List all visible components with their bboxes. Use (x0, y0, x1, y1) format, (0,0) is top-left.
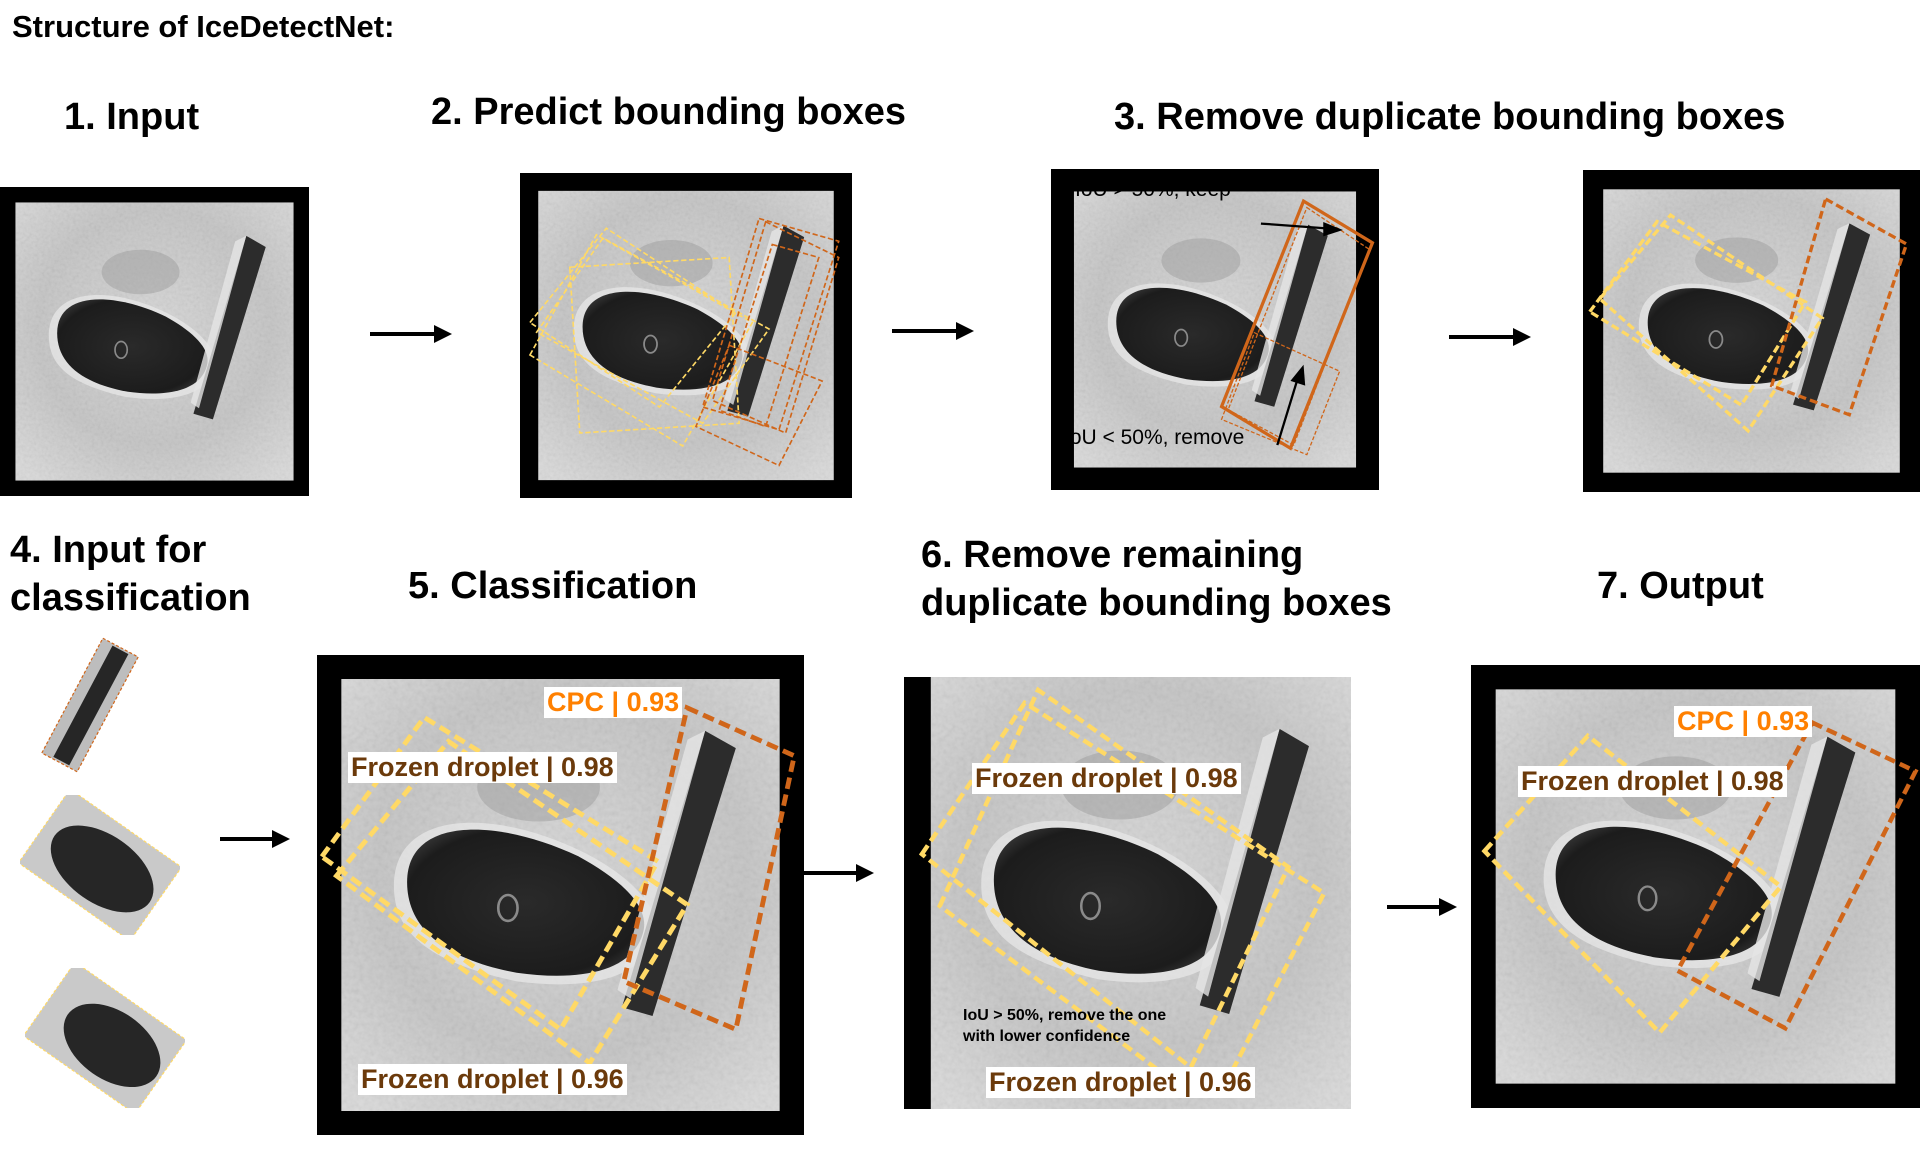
droplet-nucleus (1637, 885, 1658, 912)
label-droplet-096: Frozen droplet | 0.96 (358, 1064, 627, 1096)
droplet-nucleus (1174, 328, 1189, 347)
droplet-candidate-boxes (528, 227, 771, 448)
label-droplet-098: Frozen droplet | 0.98 (972, 763, 1241, 795)
cpc-crystal (1199, 728, 1309, 1014)
droplet-box (528, 227, 738, 409)
cpc-crystal-edge (1790, 223, 1850, 400)
cpc-crystal (1254, 224, 1328, 407)
droplet-box-0.96 (937, 686, 1292, 1091)
after-nms-panel (1583, 170, 1920, 492)
cpc-box (1769, 196, 1909, 417)
cpc-crystal-edge (1195, 728, 1280, 997)
droplet-box (528, 233, 754, 448)
cpc-crystal (193, 235, 266, 420)
predicted-boxes-image (528, 190, 840, 481)
classification-panel: CPC | 0.93 Frozen droplet | 0.98 Frozen … (317, 655, 804, 1135)
iou-keep-note: IoU > 50%, keep (1075, 178, 1231, 201)
iou-lower-confidence-line1: IoU > 50%, remove the one (963, 1007, 1167, 1024)
frozen-droplet (582, 291, 743, 390)
droplet-box-0.96 (332, 738, 691, 1067)
crop-droplet-1 (20, 795, 180, 935)
step-7-heading: 7. Output (1597, 565, 1764, 607)
frozen-droplet (407, 829, 645, 976)
remove-remaining-image (918, 677, 1351, 1109)
step-3-heading: 3. Remove duplicate bounding boxes (1114, 96, 1786, 138)
cpc-crystal (621, 730, 736, 1016)
annotation-arrow-keep (1260, 221, 1343, 237)
droplet-nucleus (114, 340, 129, 360)
classification-image (318, 679, 798, 1111)
remove-duplicates-image (1073, 191, 1375, 468)
droplet-nucleus (643, 334, 658, 354)
shadow-blob (101, 249, 180, 295)
cpc-candidate-boxes (694, 217, 840, 467)
predicted-boxes-panel (520, 173, 852, 498)
input-image (15, 202, 294, 481)
step-4-heading-line1: 4. Input for (10, 529, 207, 571)
shadow-blob (1695, 237, 1779, 283)
crop-droplet-2 (25, 968, 185, 1108)
droplet-nucleus (496, 893, 519, 923)
step-6-heading-line2: duplicate bounding boxes (921, 581, 1392, 624)
removed-cpc-box (1220, 331, 1341, 456)
flow-arrow-5 (804, 864, 874, 882)
droplet-box-0.98 (918, 699, 1328, 1096)
cpc-crystal-edge (1251, 224, 1309, 396)
remove-duplicates-panel: IoU > 50%, keep IoU < 50%, remove (1051, 169, 1379, 490)
step-6-heading: 6. Remove remaining duplicate bounding b… (921, 532, 1392, 627)
cpc-crystal (1751, 736, 1856, 997)
step-2-heading: 2. Predict bounding boxes (431, 91, 907, 133)
cpc-box (694, 344, 824, 467)
cpc-box (701, 217, 840, 431)
iou-lower-confidence-line2: with lower confidence (963, 1027, 1131, 1045)
cpc-box (718, 243, 820, 428)
label-cpc: CPC | 0.93 (1674, 706, 1813, 738)
shadow-blob (1161, 238, 1241, 283)
label-cpc: CPC | 0.93 (544, 687, 683, 719)
flow-arrow-1 (370, 325, 452, 343)
frozen-droplet (1555, 826, 1772, 961)
step-1-heading: 1. Input (64, 96, 200, 138)
cpc-crystal-edge (190, 235, 247, 409)
iou-remove-note: IoU < 50%, remove (1064, 426, 1245, 449)
cpc-box (1674, 719, 1919, 1032)
output-image (1481, 689, 1919, 1084)
input-image-panel (0, 187, 309, 496)
label-droplet-096: Frozen droplet | 0.96 (986, 1067, 1255, 1099)
remove-remaining-panel: Frozen droplet | 0.98 Frozen droplet | 0… (904, 677, 1351, 1109)
overlapping-cpc-box (1227, 206, 1370, 446)
droplet-box (535, 236, 771, 425)
step-4-heading-line2: classification (10, 576, 251, 619)
iou-lower-confidence-note: IoU > 50%, remove the one with lower con… (963, 1006, 1166, 1048)
frozen-droplet (1116, 287, 1269, 382)
droplet-box-0.96 (1597, 212, 1825, 434)
flow-arrow-4 (220, 830, 290, 848)
figure-title: Structure of IceDetectNet: (12, 9, 395, 44)
flow-arrow-3 (1449, 328, 1531, 346)
cpc-crystal-edge (724, 225, 784, 405)
after-nms-image (1587, 189, 1909, 473)
shadow-blob (629, 240, 713, 287)
droplet-box (568, 256, 740, 434)
label-droplet-098: Frozen droplet | 0.98 (348, 752, 617, 784)
droplet-nucleus (1079, 891, 1101, 921)
cpc-crystal-edge (617, 730, 706, 999)
cpc-crystal-edge (1747, 736, 1828, 982)
flow-arrow-2 (892, 322, 974, 340)
frozen-droplet (993, 827, 1222, 974)
cpc-crystal (1793, 223, 1871, 411)
frozen-droplet (57, 299, 208, 394)
droplet-nucleus (1708, 330, 1724, 349)
output-panel: CPC | 0.93 Frozen droplet | 0.98 (1471, 665, 1920, 1108)
label-droplet-098: Frozen droplet | 0.98 (1518, 766, 1787, 798)
crop-cpc (41, 637, 139, 773)
step-5-heading: 5. Classification (408, 565, 698, 607)
cpc-crystal (727, 225, 805, 417)
step-4-heading: 4. Input for classification (10, 527, 251, 622)
flow-arrow-6 (1387, 898, 1457, 916)
cpc-box (620, 704, 798, 1033)
step-6-heading-line1: 6. Remove remaining (921, 534, 1304, 576)
droplet-box-0.98 (1587, 219, 1808, 408)
annotation-arrow-remove (1276, 364, 1306, 446)
